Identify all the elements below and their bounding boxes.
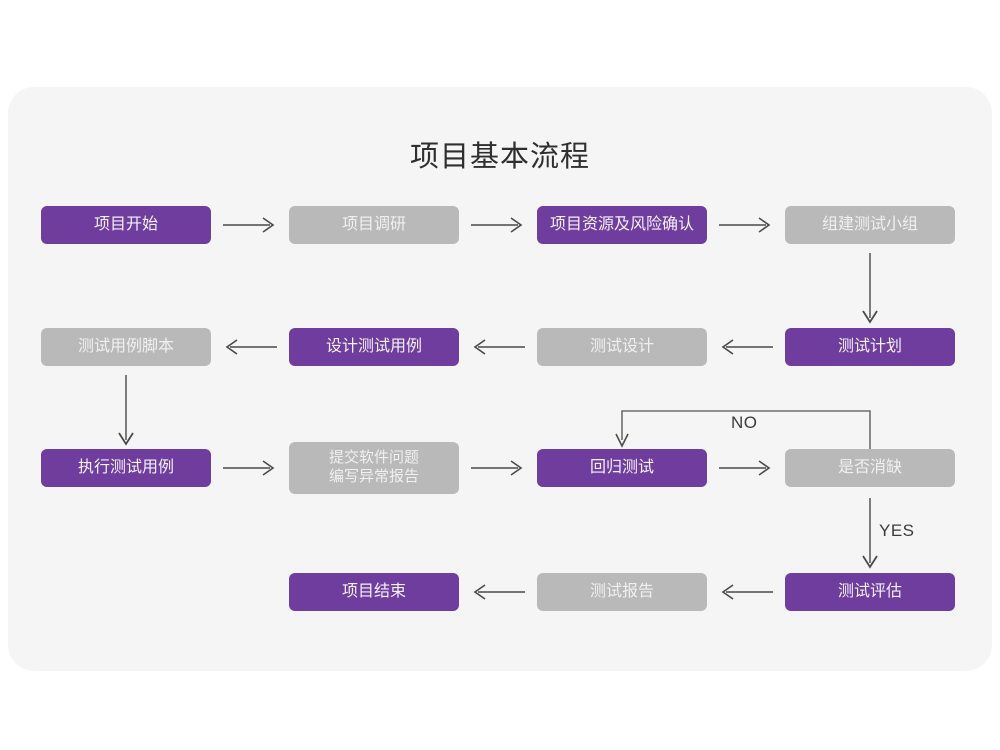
node-label: 测试报告: [589, 583, 654, 600]
arrow-right-6: [718, 459, 774, 477]
node-test-plan[interactable]: 测试计划: [785, 328, 955, 366]
arrow-left-2: [470, 338, 526, 356]
node-label: 提交软件问题 编写异常报告: [328, 449, 419, 485]
arrow-right-5: [470, 459, 526, 477]
arrow-down-right-1: [857, 252, 883, 328]
node-label: 设计测试用例: [325, 338, 422, 355]
node-project-research[interactable]: 项目调研: [289, 206, 459, 244]
arrow-left-4: [470, 583, 526, 601]
node-test-report[interactable]: 测试报告: [537, 573, 707, 611]
arrow-left-3: [718, 338, 774, 356]
edge-label-yes: YES: [879, 521, 915, 540]
arrow-right-4: [222, 459, 278, 477]
node-test-design[interactable]: 测试设计: [537, 328, 707, 366]
node-submit-issue-report[interactable]: 提交软件问题 编写异常报告: [289, 442, 459, 494]
loop-arrow-no: [614, 406, 884, 452]
arrow-right-1: [222, 216, 278, 234]
arrow-right-3: [718, 216, 774, 234]
arrow-down-yes: [857, 497, 883, 575]
node-defect-cleared[interactable]: 是否消缺: [785, 449, 955, 487]
node-label: 项目调研: [341, 216, 406, 233]
node-label: 测试设计: [589, 338, 654, 355]
arrow-down-left-1: [113, 374, 139, 450]
arrow-left-1: [222, 338, 278, 356]
page-title: 项目基本流程: [409, 141, 590, 173]
node-test-evaluation[interactable]: 测试评估: [785, 573, 955, 611]
node-label: 项目结束: [341, 583, 406, 600]
node-label: 组建测试小组: [821, 216, 918, 233]
node-label: 项目资源及风险确认: [549, 216, 694, 233]
node-build-test-team[interactable]: 组建测试小组: [785, 206, 955, 244]
node-execute-test-case[interactable]: 执行测试用例: [41, 449, 211, 487]
node-design-test-case[interactable]: 设计测试用例: [289, 328, 459, 366]
node-label: 测试用例脚本: [77, 338, 174, 355]
arrow-right-2: [470, 216, 526, 234]
node-label: 测试评估: [837, 583, 902, 600]
arrow-left-5: [718, 583, 774, 601]
edge-label-no: NO: [731, 413, 758, 432]
node-label: 测试计划: [837, 338, 902, 355]
node-label: 执行测试用例: [77, 459, 174, 476]
node-label: 是否消缺: [837, 459, 902, 476]
node-project-end[interactable]: 项目结束: [289, 573, 459, 611]
node-label: 回归测试: [589, 459, 654, 476]
node-project-start[interactable]: 项目开始: [41, 206, 211, 244]
node-regression-test[interactable]: 回归测试: [537, 449, 707, 487]
node-test-case-script[interactable]: 测试用例脚本: [41, 328, 211, 366]
node-label: 项目开始: [93, 216, 158, 233]
node-resource-risk-confirm[interactable]: 项目资源及风险确认: [537, 206, 707, 244]
